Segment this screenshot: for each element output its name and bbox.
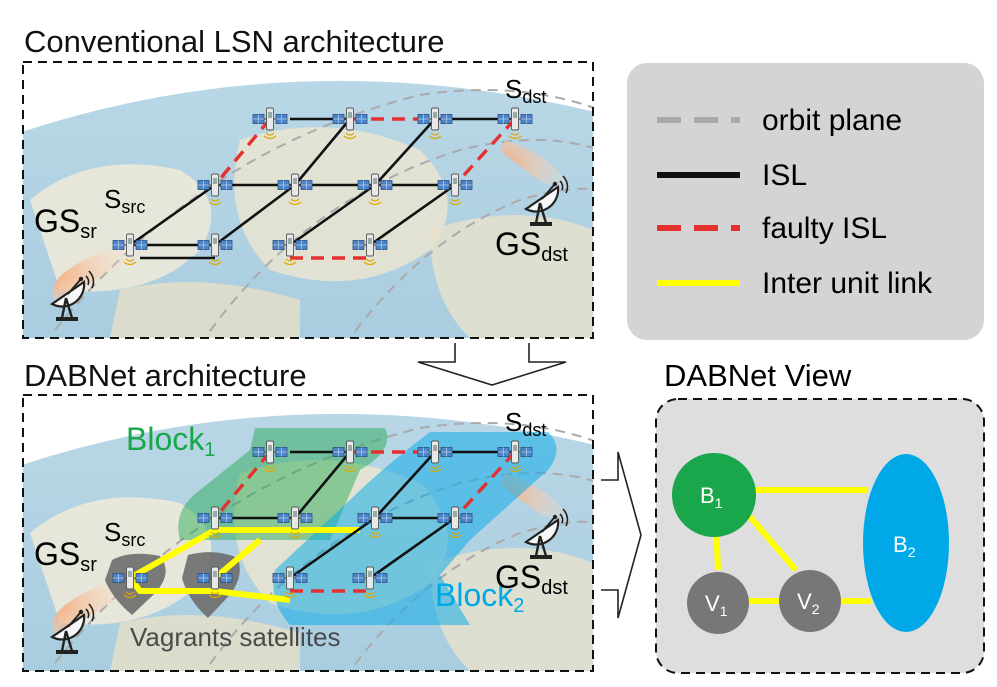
- top-map: [23, 62, 593, 338]
- legend: orbit plane ISL faulty ISL Inter unit li…: [627, 63, 984, 340]
- legend-box: [627, 63, 984, 340]
- node-b2: [863, 454, 949, 632]
- dabnet-view: DABNet View B1 B2 V1 V2: [655, 358, 985, 674]
- legend-label: faulty ISL: [762, 212, 887, 245]
- conventional-panel: Conventional LSN architecture: [22, 24, 594, 339]
- block2-label: Block2: [435, 577, 524, 617]
- top-panel-border: [22, 61, 594, 339]
- dabnet-panel: DABNet architecture: [22, 358, 594, 672]
- view-title: DABNet View: [664, 358, 852, 393]
- right-arrow: [601, 451, 642, 619]
- bottom-s-dst-label: Sdst: [505, 407, 546, 440]
- node-b1-label: B1: [700, 483, 723, 511]
- node-b2-label: B2: [893, 532, 916, 560]
- bottom-s-src-label: Ssrc: [104, 517, 145, 550]
- top-gs-src-label: GSsr: [34, 203, 97, 243]
- node-b1: [672, 453, 756, 537]
- legend-label: orbit plane: [762, 104, 902, 137]
- block1-label: Block1: [126, 421, 215, 461]
- node-v1-label: V1: [705, 591, 728, 619]
- node-v2: [779, 570, 841, 632]
- bottom-map: [23, 395, 593, 671]
- node-v2-label: V2: [797, 589, 820, 617]
- top-s-src-label: Ssrc: [104, 184, 145, 217]
- vagrants-label: Vagrants satellites: [130, 622, 341, 652]
- conventional-title: Conventional LSN architecture: [24, 24, 444, 59]
- block2-region: [273, 432, 557, 625]
- legend-label: Inter unit link: [762, 267, 933, 300]
- top-gs-dst-label: GSdst: [495, 226, 568, 266]
- node-v1: [687, 572, 749, 634]
- bottom-panel-border: [22, 394, 594, 672]
- bottom-gs-dst-label: GSdst: [495, 559, 568, 599]
- legend-label: ISL: [762, 159, 807, 192]
- bottom-gs-src-label: GSsr: [34, 536, 97, 576]
- top-s-dst-label: Sdst: [505, 74, 546, 107]
- down-arrow: [417, 343, 567, 386]
- dabnet-title: DABNet architecture: [24, 358, 307, 393]
